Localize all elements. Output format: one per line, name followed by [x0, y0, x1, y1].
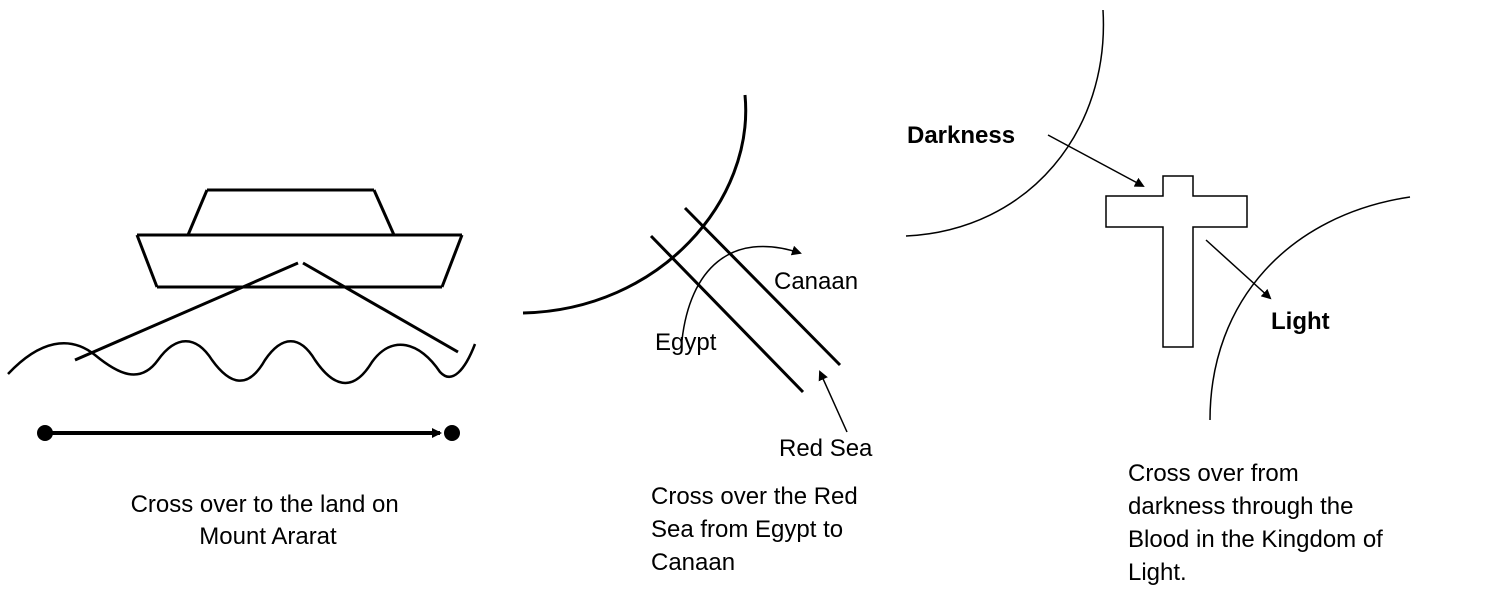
- darkness-pointer: [1047, 134, 1145, 187]
- red-sea-caption: Cross over the Red Sea from Egypt to Can…: [651, 483, 864, 576]
- ark-panel: Cross over to the land on Mount Ararat: [7, 188, 477, 550]
- water-waves: [7, 340, 477, 385]
- ark-caption: Cross over to the land on Mount Ararat: [131, 491, 406, 550]
- cross-caption-line-1: Cross over from: [1128, 460, 1299, 487]
- cross-caption-line-2: darkness through the: [1128, 493, 1353, 520]
- ark-ramp: [74, 261, 459, 362]
- ark-caption-line-2: Mount Ararat: [199, 523, 337, 550]
- red-sea-label: Red Sea: [779, 435, 873, 462]
- sea-shore-left: [649, 234, 805, 394]
- cross-symbol: [1105, 175, 1248, 348]
- ark-boat: [135, 188, 464, 289]
- red-sea-panel: Canaan Egypt Red Sea Cross over the Red …: [522, 94, 873, 576]
- light-boundary-arc: [1209, 196, 1411, 421]
- cross-caption: Cross over from darkness through the Blo…: [1128, 460, 1390, 586]
- egypt-boundary-arc: [522, 94, 748, 315]
- red-sea-caption-line-1: Cross over the Red: [651, 483, 858, 510]
- egypt-label: Egypt: [655, 329, 717, 356]
- cross-caption-line-4: Light.: [1128, 559, 1187, 586]
- light-pointer: [1205, 239, 1272, 300]
- red-sea-pointer: [818, 370, 848, 433]
- crossing-path-arrow: [681, 245, 802, 341]
- darkness-boundary-arc: [905, 9, 1105, 237]
- cross-caption-line-3: Blood in the Kingdom of: [1128, 526, 1383, 553]
- ark-caption-line-1: Cross over to the land on: [131, 491, 399, 518]
- red-sea-caption-line-3: Canaan: [651, 549, 735, 576]
- crossing-end-dot: [444, 425, 460, 441]
- darkness-label: Darkness: [907, 122, 1015, 149]
- red-sea-caption-line-2: Sea from Egypt to: [651, 516, 843, 543]
- sea-shore-right: [683, 206, 842, 367]
- cross-panel: Darkness Light Cross over from darkness …: [905, 9, 1411, 586]
- light-label: Light: [1271, 308, 1330, 335]
- canaan-label: Canaan: [774, 268, 858, 295]
- crossing-start-dot: [37, 425, 53, 441]
